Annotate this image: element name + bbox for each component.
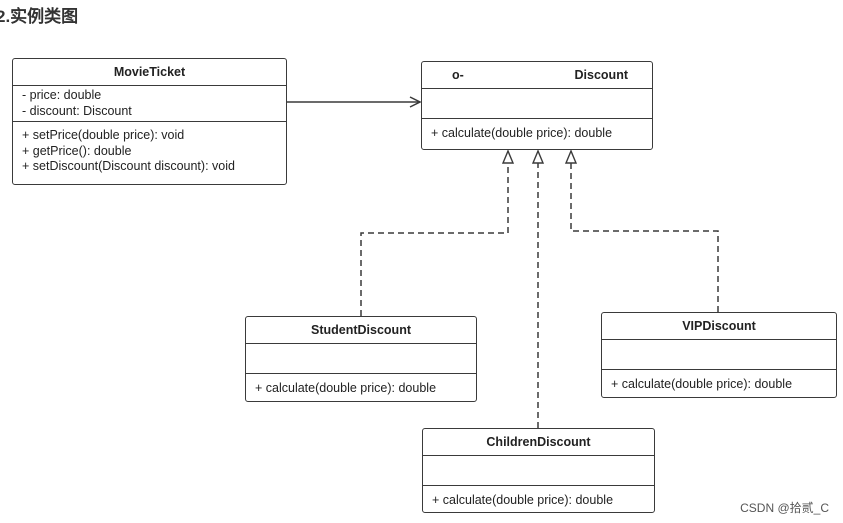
operation-calculate: + calculate(double price): double [432,493,614,507]
operation-setdiscount: + setDiscount(Discount discount): void [22,159,235,173]
class-movieticket-operations: + setPrice(double price): void + getPric… [13,122,286,177]
operation-calculate: + calculate(double price): double [611,377,793,391]
class-discount-header: o- Discount [422,62,652,89]
operation-getprice: + getPrice(): double [22,143,132,158]
class-discount-name: Discount [574,68,628,82]
class-studentdiscount-operations: + calculate(double price): double [246,374,476,401]
class-discount-stereotype: o- [452,68,464,82]
operation-setprice: + setPrice(double price): void [22,128,185,142]
class-vipdiscount-name: VIPDiscount [602,313,836,340]
class-movieticket-attributes: - price: double - discount: Discount [13,86,286,122]
watermark-text: CSDN @拾贰_C [740,501,829,515]
class-movieticket-name: MovieTicket [13,59,286,86]
attribute-discount: - discount: Discount [22,103,132,118]
class-vipdiscount[interactable]: VIPDiscount + calculate(double price): d… [601,312,837,398]
class-studentdiscount-name: StudentDiscount [246,317,476,344]
realization-arrowhead-vip [564,149,578,164]
diagram-heading: 2.实例类图 [0,7,79,26]
realization-arrowhead-student [501,149,515,164]
class-childrendiscount-name: ChildrenDiscount [423,429,654,456]
class-studentdiscount[interactable]: StudentDiscount + calculate(double price… [245,316,477,402]
class-movieticket[interactable]: MovieTicket - price: double - discount: … [12,58,287,185]
class-discount[interactable]: o- Discount + calculate(double price): d… [421,61,653,150]
realization-arrowhead-children [531,149,545,164]
operation-calculate: + calculate(double price): double [255,381,437,395]
class-discount-operations: + calculate(double price): double [422,119,652,146]
class-discount-attributes [422,89,652,119]
realization-line-student [360,163,509,316]
class-childrendiscount-operations: + calculate(double price): double [423,486,654,513]
class-childrendiscount[interactable]: ChildrenDiscount + calculate(double pric… [422,428,655,513]
class-vipdiscount-attributes [602,340,836,370]
attribute-price: - price: double [22,88,102,102]
operation-calculate: + calculate(double price): double [431,126,613,140]
class-vipdiscount-operations: + calculate(double price): double [602,370,836,397]
class-studentdiscount-attributes [246,344,476,374]
class-childrendiscount-attributes [423,456,654,486]
realization-line-vip [570,163,719,312]
